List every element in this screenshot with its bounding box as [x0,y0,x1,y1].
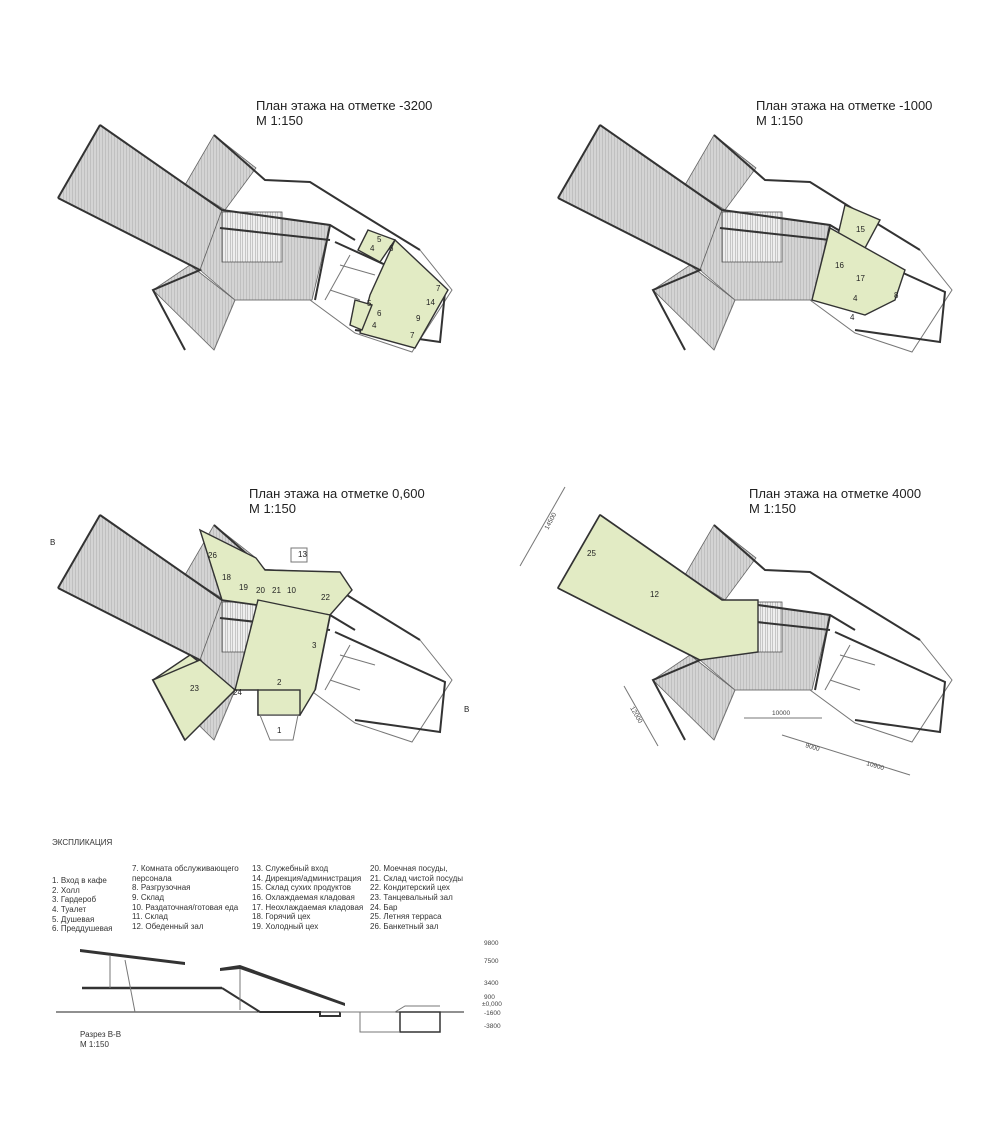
dimension-label: 12000 [628,706,643,725]
room-number: 14 [426,298,435,307]
room-number: 24 [233,688,242,697]
room-number: 10 [287,586,296,595]
room-number: 16 [835,261,844,270]
room-number: 13 [298,550,307,559]
section-drawing [56,949,464,1033]
room-number: 23 [190,684,199,693]
room-number: 15 [856,225,865,234]
elevation-mark: 3400 [484,980,499,987]
room-number: 4 [372,321,377,330]
dimension-label: 10900 [865,760,885,772]
elevation-mark: -3800 [484,1023,501,1030]
room-number: 17 [856,274,865,283]
explication-column: 20. Моечная посуды,21. Склад чистой посу… [370,864,464,931]
room-number: 1 [277,726,282,735]
room-number: 21 [272,586,281,595]
room-number: 7 [436,284,441,293]
room-number: 5 [367,299,372,308]
room-number: 7 [410,331,415,340]
room-number: 12 [650,590,659,599]
room-number: 4 [853,294,858,303]
elevation-mark: 900 [484,994,495,1001]
room-number: 18 [222,573,231,582]
plan-level-minus-1000: 15 16 17 8 4 4 [557,124,953,353]
plan-level-0600: 26 18 19 20 21 10 22 13 3 2 23 24 1 В В [50,514,469,743]
room-number: 20 [256,586,265,595]
room-number: 25 [587,549,596,558]
room-number: 9 [416,314,421,323]
dimension-label: 10000 [772,710,790,717]
explication-heading: ЭКСПЛИКАЦИЯ [52,838,113,847]
room-number: 4 [850,313,855,322]
room-number: 6 [389,244,394,253]
section-mark: В [464,705,469,714]
room-number: 22 [321,593,330,602]
room-number: 8 [894,291,899,300]
elevation-mark: 7500 [484,958,499,965]
elevation-mark: ±0,000 [482,1001,502,1008]
room-number: 4 [370,244,375,253]
elevation-mark: 9800 [484,940,499,947]
room-number: 3 [312,641,317,650]
room-number: 26 [208,551,217,560]
plan-level-4000: 25 12 14500 12000 10000 9000 10900 [519,486,953,776]
elevation-mark: -1600 [484,1010,501,1017]
room-number: 19 [239,583,248,592]
plan-level-minus-3200: 5 4 6 7 14 9 7 5 6 4 [57,124,453,353]
dimension-label: 9000 [804,742,820,753]
section-mark: В [50,538,55,547]
room-number: 6 [377,309,382,318]
room-number: 2 [277,678,282,687]
room-number: 5 [377,235,382,244]
